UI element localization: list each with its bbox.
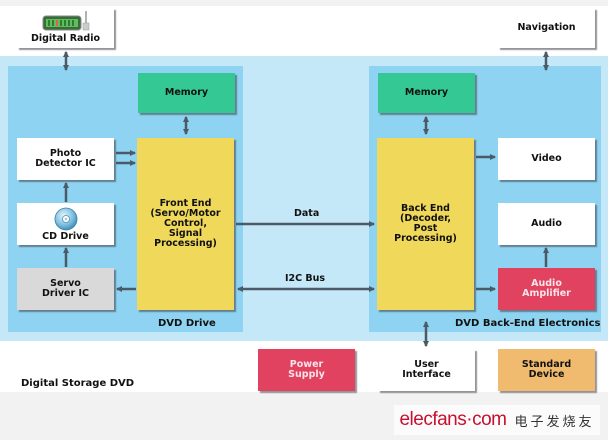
user-interface-label-line2: Interface bbox=[402, 369, 451, 380]
digital-radio-block: Digital Radio bbox=[17, 8, 114, 48]
front-end-block: Front End (Servo/Motor Control, Signal P… bbox=[137, 138, 234, 310]
back-end-label-line3: Post bbox=[413, 223, 438, 234]
watermark-logo: elecfans·com 电子发烧友 bbox=[394, 405, 600, 435]
navigation-label: Navigation bbox=[517, 22, 576, 33]
servo-driver-label-line1: Servo bbox=[50, 278, 81, 289]
radio-icon bbox=[42, 11, 89, 31]
front-end-label-line5: Processing) bbox=[154, 238, 217, 249]
standard-device-label-line1: Standard bbox=[521, 359, 572, 370]
front-end-label-line3: Control, bbox=[164, 218, 207, 229]
dvd-back-end-label: DVD Back-End Electronics bbox=[455, 318, 601, 329]
back-end-label-line1: Back End bbox=[401, 203, 450, 214]
memory-back-label: Memory bbox=[404, 87, 449, 98]
user-interface-block: User Interface bbox=[378, 349, 475, 391]
servo-driver-label-line2: Driver IC bbox=[42, 288, 89, 299]
front-end-label-line2: (Servo/Motor bbox=[150, 208, 221, 219]
watermark-brand: elecfans·com bbox=[399, 409, 507, 430]
diagram-title: Digital Storage DVD bbox=[21, 378, 135, 389]
data-bus-label: Data bbox=[294, 208, 320, 219]
audio-amplifier-block: Audio Amplifier bbox=[498, 268, 595, 310]
power-supply-block: Power Supply bbox=[258, 349, 355, 391]
watermark-chinese: 电子发烧友 bbox=[514, 414, 595, 430]
digital-radio-label: Digital Radio bbox=[30, 33, 101, 44]
audio-amplifier-label-line1: Audio bbox=[531, 278, 562, 289]
photo-detector-label-line1: Photo bbox=[49, 148, 82, 159]
back-end-label-line4: Processing) bbox=[394, 233, 457, 244]
back-end-block: Back End (Decoder, Post Processing) bbox=[377, 138, 474, 310]
memory-back-block: Memory bbox=[378, 73, 475, 113]
video-block: Video bbox=[498, 138, 595, 180]
cd-drive-label: CD Drive bbox=[42, 231, 89, 242]
i2c-bus-label: I2C Bus bbox=[285, 273, 326, 284]
audio-block: Audio bbox=[498, 203, 595, 245]
dvd-drive-label: DVD Drive bbox=[158, 318, 216, 329]
audio-label: Audio bbox=[531, 218, 562, 229]
standard-device-label-line2: Device bbox=[528, 369, 565, 380]
user-interface-label-line1: User bbox=[414, 359, 439, 370]
back-end-label-line2: (Decoder, bbox=[400, 213, 451, 224]
navigation-block: Navigation bbox=[498, 8, 595, 48]
memory-front-block: Memory bbox=[138, 73, 235, 113]
front-end-label-line4: Signal bbox=[168, 228, 203, 239]
video-label: Video bbox=[531, 153, 562, 164]
front-end-label-line1: Front End bbox=[159, 198, 212, 209]
audio-amplifier-label-line2: Amplifier bbox=[522, 288, 571, 299]
power-supply-label-line2: Supply bbox=[288, 369, 325, 380]
photo-detector-block: Photo Detector IC bbox=[17, 138, 114, 180]
photo-detector-label-line2: Detector IC bbox=[35, 158, 96, 169]
cd-drive-block: CD Drive bbox=[17, 203, 114, 245]
servo-driver-block: Servo Driver IC bbox=[17, 268, 114, 310]
power-supply-label-line1: Power bbox=[289, 359, 324, 370]
disc-icon bbox=[54, 207, 77, 231]
standard-device-block: Standard Device bbox=[498, 349, 595, 391]
memory-front-label: Memory bbox=[164, 87, 209, 98]
